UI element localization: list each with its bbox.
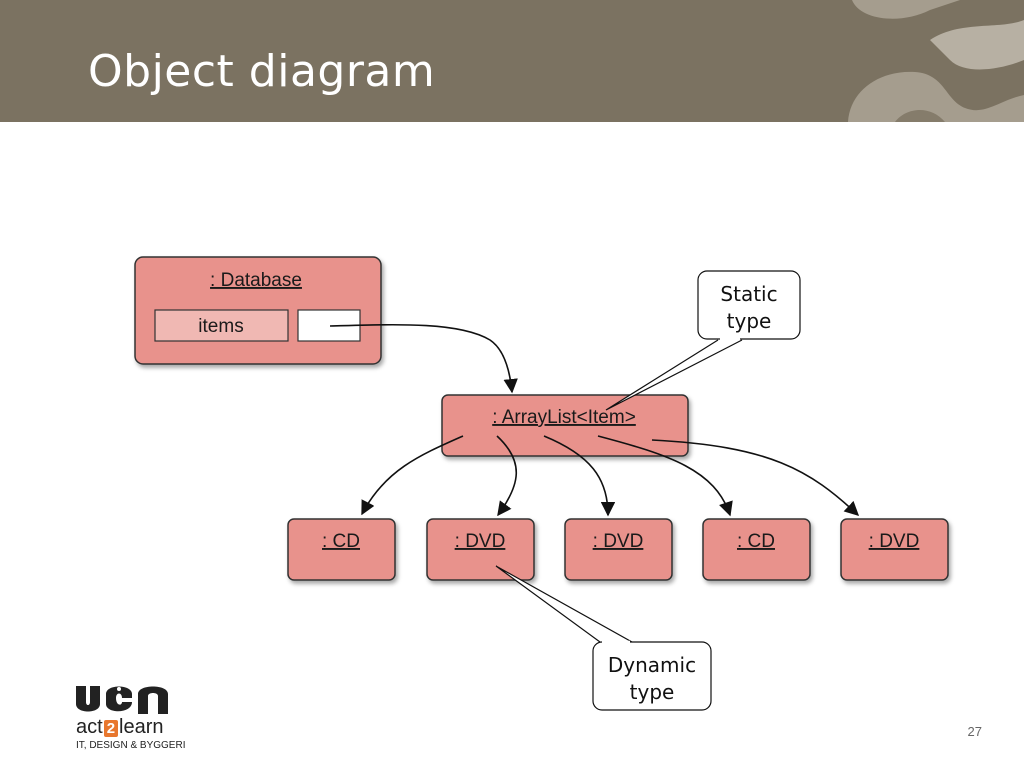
- slide-header: Object diagram: [0, 0, 1024, 122]
- ucn-logo-mark: [76, 686, 168, 714]
- arraylist-label: : ArrayList<Item>: [492, 407, 636, 428]
- item-object-cd-1: : CD: [287, 518, 396, 581]
- item-object-dvd-1: : DVD: [426, 518, 535, 581]
- items-reference-arrow: [329, 323, 518, 394]
- dynamic-type-callout: Dynamic type: [495, 565, 712, 711]
- item-label: : DVD: [455, 531, 506, 552]
- items-field-label: items: [198, 316, 243, 337]
- static-callout-line-2: type: [727, 309, 772, 333]
- arraylist-object: : ArrayList<Item>: [441, 394, 689, 457]
- item-label: : DVD: [869, 531, 920, 552]
- element-arrow-1: [361, 435, 464, 516]
- element-arrow-3: [543, 435, 616, 517]
- page-number: 27: [967, 724, 982, 739]
- static-type-callout: Static type: [605, 270, 801, 411]
- items-field-box: [154, 309, 289, 342]
- element-arrow-5: [651, 439, 860, 516]
- slide-title: Object diagram: [88, 46, 436, 97]
- static-callout-line-1: Static: [720, 282, 777, 306]
- database-object: : Database items: [134, 256, 382, 365]
- item-object-cd-2: : CD: [702, 518, 811, 581]
- item-object-dvd-2: : DVD: [564, 518, 673, 581]
- element-arrow-4: [597, 435, 733, 517]
- item-label: : DVD: [593, 531, 644, 552]
- item-object-dvd-3: : DVD: [840, 518, 949, 581]
- item-label: : CD: [737, 531, 775, 552]
- header-decoration: [848, 0, 1024, 122]
- database-label: : Database: [210, 270, 302, 291]
- dynamic-callout-line-2: type: [630, 680, 675, 704]
- item-label: : CD: [322, 531, 360, 552]
- element-arrow-2: [496, 435, 518, 517]
- dynamic-callout-line-1: Dynamic: [608, 653, 696, 677]
- logo-subtitle: IT, DESIGN & BYGGERI: [76, 740, 186, 751]
